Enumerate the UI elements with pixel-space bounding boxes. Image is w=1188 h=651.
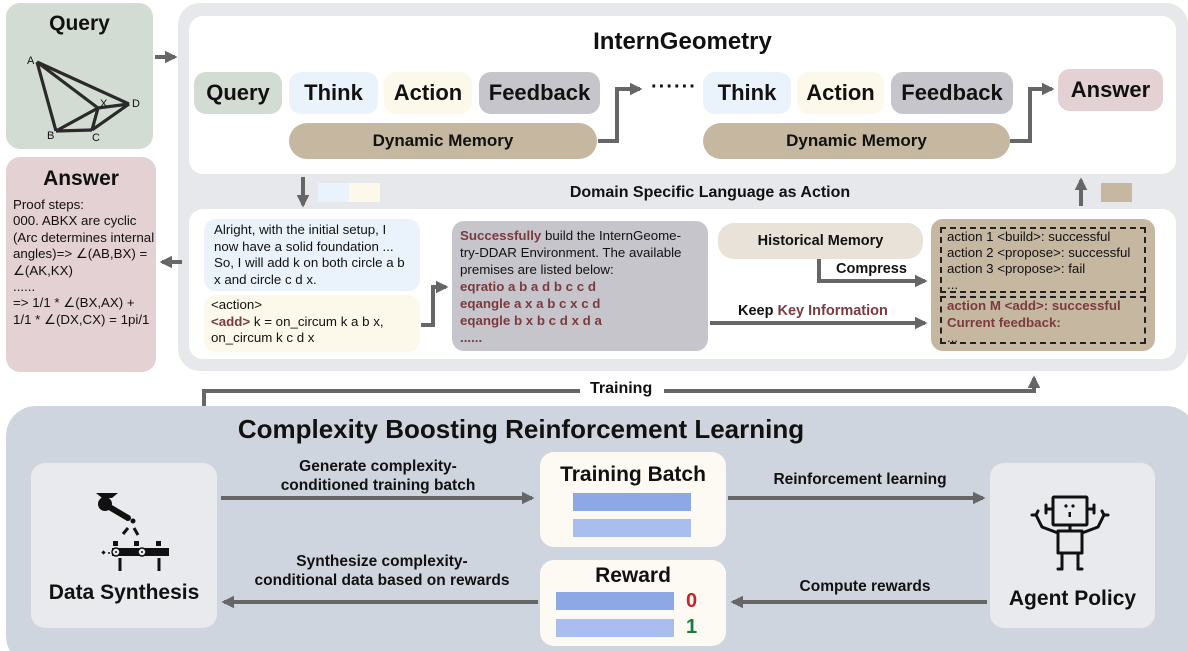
reward-bar-2 [556, 619, 674, 637]
reward-title: Reward [595, 564, 671, 587]
action-example: <action> <add> k = on_circum k a b x, on… [204, 295, 420, 352]
edge-compute-label: Compute rewards [799, 578, 931, 595]
proof-steps: Proof steps: 000. ABKX are cyclic (Arc d… [13, 197, 155, 327]
reward-card: Reward 0 1 [540, 560, 726, 646]
premise-3: eqangle b x b c d x d a [460, 313, 602, 328]
answer-panel: Answer Proof steps: 000. ABKX are cyclic… [6, 157, 156, 372]
geometry-figure: A B C X D [27, 55, 140, 144]
training-label: Training [584, 380, 659, 398]
compressed-memory-box: action 1 <build>: successful action 2 <p… [931, 219, 1155, 351]
training-batch-card: Training Batch [540, 452, 726, 547]
premise-more: ...... [460, 330, 483, 345]
agent-policy-node: Agent Policy [990, 463, 1155, 628]
point-x-label: X [100, 98, 108, 110]
segment-ax [36, 60, 99, 110]
flow-answer: Answer [1058, 69, 1163, 111]
interngeometry-title: InternGeometry [593, 28, 772, 55]
reward-value-0: 0 [686, 590, 698, 612]
key-information: Key Information [777, 303, 888, 319]
edge-rl-label: Reinforcement learning [773, 471, 947, 488]
memory-current-more: ... [947, 330, 959, 345]
flow-ellipsis: ······ [651, 76, 697, 98]
segment-cd [91, 102, 130, 132]
feedback-success: Successfully [460, 228, 542, 243]
memory-history-more: ... [947, 277, 959, 292]
point-a-label: A [27, 55, 35, 67]
think-example: Alright, with the initial setup, I now h… [204, 219, 420, 291]
flow-think-1: Think [289, 72, 378, 114]
segment-bc [55, 128, 93, 133]
segment-xd [97, 102, 130, 110]
data-synthesis-node: Data Synthesis [31, 463, 217, 628]
historical-memory: Historical Memory [718, 223, 923, 259]
feedback-text: build the InternGeome-try-DDAR Environme… [460, 228, 682, 277]
training-batch-title: Training Batch [560, 463, 706, 486]
memory-color-swatch [1101, 183, 1132, 202]
segment-cx [90, 107, 100, 131]
memory-current-action: action M <add>: successful [947, 298, 1121, 313]
segment-bx [55, 106, 99, 133]
segment-ad [36, 60, 130, 106]
edge-synthesize-label: Synthesize complexity- conditional data … [254, 553, 510, 589]
reward-value-1: 1 [686, 616, 698, 638]
memory-history-1: action 1 <build>: successful [947, 229, 1111, 244]
flow-feedback-1: Feedback [479, 72, 600, 114]
action-tag: <action> [211, 297, 263, 312]
arrow-training [664, 375, 1041, 393]
data-synthesis-label: Data Synthesis [48, 581, 200, 604]
point-b-label: B [47, 130, 54, 142]
memory-history-2: action 2 <propose>: successful [947, 245, 1131, 260]
flow-query: Query [194, 72, 282, 114]
action-args: k = on_circum k a b x, on_circum k c d x [211, 313, 384, 346]
premise-1: eqratio a b a d b c c d [460, 279, 596, 294]
action-color-swatch [349, 183, 380, 202]
history-dashed-frame [940, 227, 1146, 293]
robot-arm-conveyor-icon [96, 493, 169, 571]
feedback-example: Successfully build the InternGeome-try-D… [452, 221, 708, 351]
segment-ab [35, 61, 58, 132]
query-panel: Query A B C X D [6, 3, 153, 149]
current-dashed-frame [940, 296, 1146, 344]
flow-action-2: Action [797, 72, 884, 114]
keep-key-info-label: Keep Key Information [738, 303, 888, 319]
batch-bar-1 [573, 493, 691, 511]
memory-history-3: action 3 <propose>: fail [947, 261, 1086, 276]
training-line-left [202, 389, 580, 406]
dynamic-memory-1: Dynamic Memory [289, 123, 597, 159]
batch-bar-2 [573, 519, 691, 537]
flow-feedback-2: Feedback [891, 72, 1013, 114]
edge-generate-label: Generate complexity- conditioned trainin… [280, 458, 476, 494]
think-color-swatch [318, 183, 349, 202]
dynamic-memory-2: Dynamic Memory [703, 123, 1010, 159]
add-command: <add> [211, 313, 251, 329]
flow-action-1: Action [384, 72, 472, 114]
compress-label: Compress [836, 261, 907, 277]
agent-policy-label: Agent Policy [1008, 587, 1137, 610]
premise-2: eqangle a x a b c x c d [460, 296, 601, 311]
dsl-label: Domain Specific Language as Action [569, 184, 851, 201]
answer-title: Answer [43, 167, 119, 190]
keep-prefix: Keep [738, 303, 778, 319]
robot-agent-icon [1030, 495, 1110, 571]
memory-current-feedback: Current feedback: [947, 315, 1061, 330]
point-c-label: C [92, 132, 100, 144]
cbrl-title: Complexity Boosting Reinforcement Learni… [237, 414, 805, 444]
flow-think-2: Think [703, 72, 791, 114]
point-d-label: D [132, 98, 140, 110]
reward-bar-1 [556, 592, 674, 610]
query-title: Query [49, 12, 110, 35]
